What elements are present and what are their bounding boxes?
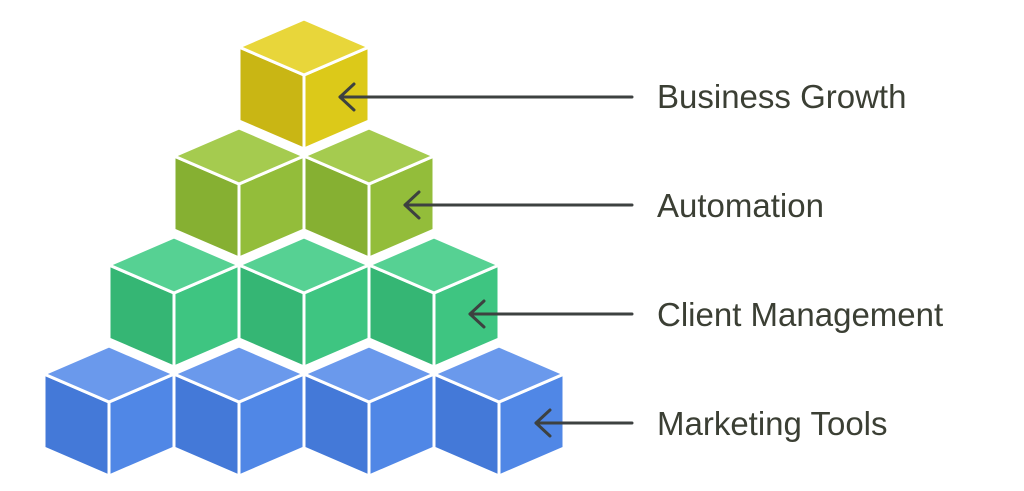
cube-row-4 xyxy=(42,344,566,478)
cube xyxy=(107,235,241,369)
cube-top-face xyxy=(432,344,566,404)
cube-row-2 xyxy=(172,126,436,260)
tier-label-automation: Automation xyxy=(657,187,824,224)
cube-top-face xyxy=(172,344,306,404)
cube xyxy=(172,344,306,478)
tier-labels: Business Growth Automation Client Manage… xyxy=(657,78,943,442)
cube-stack xyxy=(42,17,566,478)
cube-row-1 xyxy=(237,17,371,151)
cube xyxy=(172,126,306,260)
tier-label-marketing-tools: Marketing Tools xyxy=(657,405,888,442)
arrow-head xyxy=(403,190,421,220)
cube-top-face xyxy=(302,344,436,404)
cube-top-face xyxy=(237,17,371,77)
cube xyxy=(237,17,371,151)
cube-top-face xyxy=(42,344,176,404)
tier-label-client-management: Client Management xyxy=(657,296,943,333)
cube-top-face xyxy=(367,235,501,295)
arrow-2 xyxy=(403,190,634,220)
cube-top-face xyxy=(107,235,241,295)
cube-top-face xyxy=(172,126,306,186)
cube xyxy=(367,235,501,369)
cube-top-face xyxy=(302,126,436,186)
arrow-head xyxy=(468,299,486,329)
cube xyxy=(237,235,371,369)
arrows xyxy=(338,82,634,438)
arrow-4 xyxy=(534,408,634,438)
cube xyxy=(432,344,566,478)
arrow-3 xyxy=(468,299,634,329)
cube-top-face xyxy=(237,235,371,295)
cube-row-3 xyxy=(107,235,501,369)
tier-label-business-growth: Business Growth xyxy=(657,78,906,115)
arrow-head xyxy=(338,82,356,112)
arrow-1 xyxy=(338,82,634,112)
cube xyxy=(302,344,436,478)
cube xyxy=(42,344,176,478)
cube xyxy=(302,126,436,260)
arrow-head xyxy=(534,408,552,438)
